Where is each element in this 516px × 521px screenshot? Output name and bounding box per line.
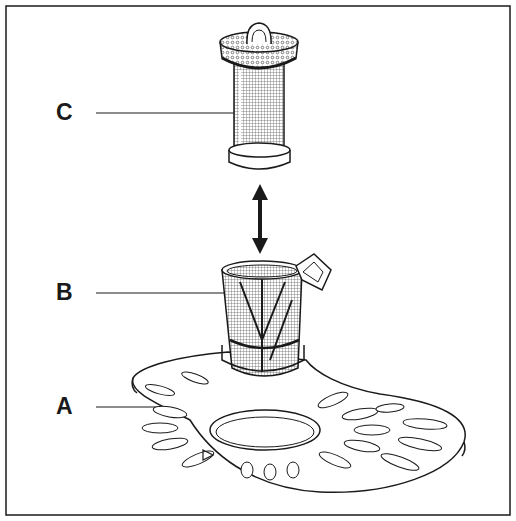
part-letter: B xyxy=(56,281,73,304)
frame xyxy=(6,6,510,515)
part-letter: C xyxy=(56,101,73,124)
micro-filter xyxy=(220,23,298,169)
coarse-filter xyxy=(222,254,331,376)
insert-arrow xyxy=(258,192,262,246)
part-letter: A xyxy=(56,395,73,418)
flat-filter xyxy=(132,352,465,492)
